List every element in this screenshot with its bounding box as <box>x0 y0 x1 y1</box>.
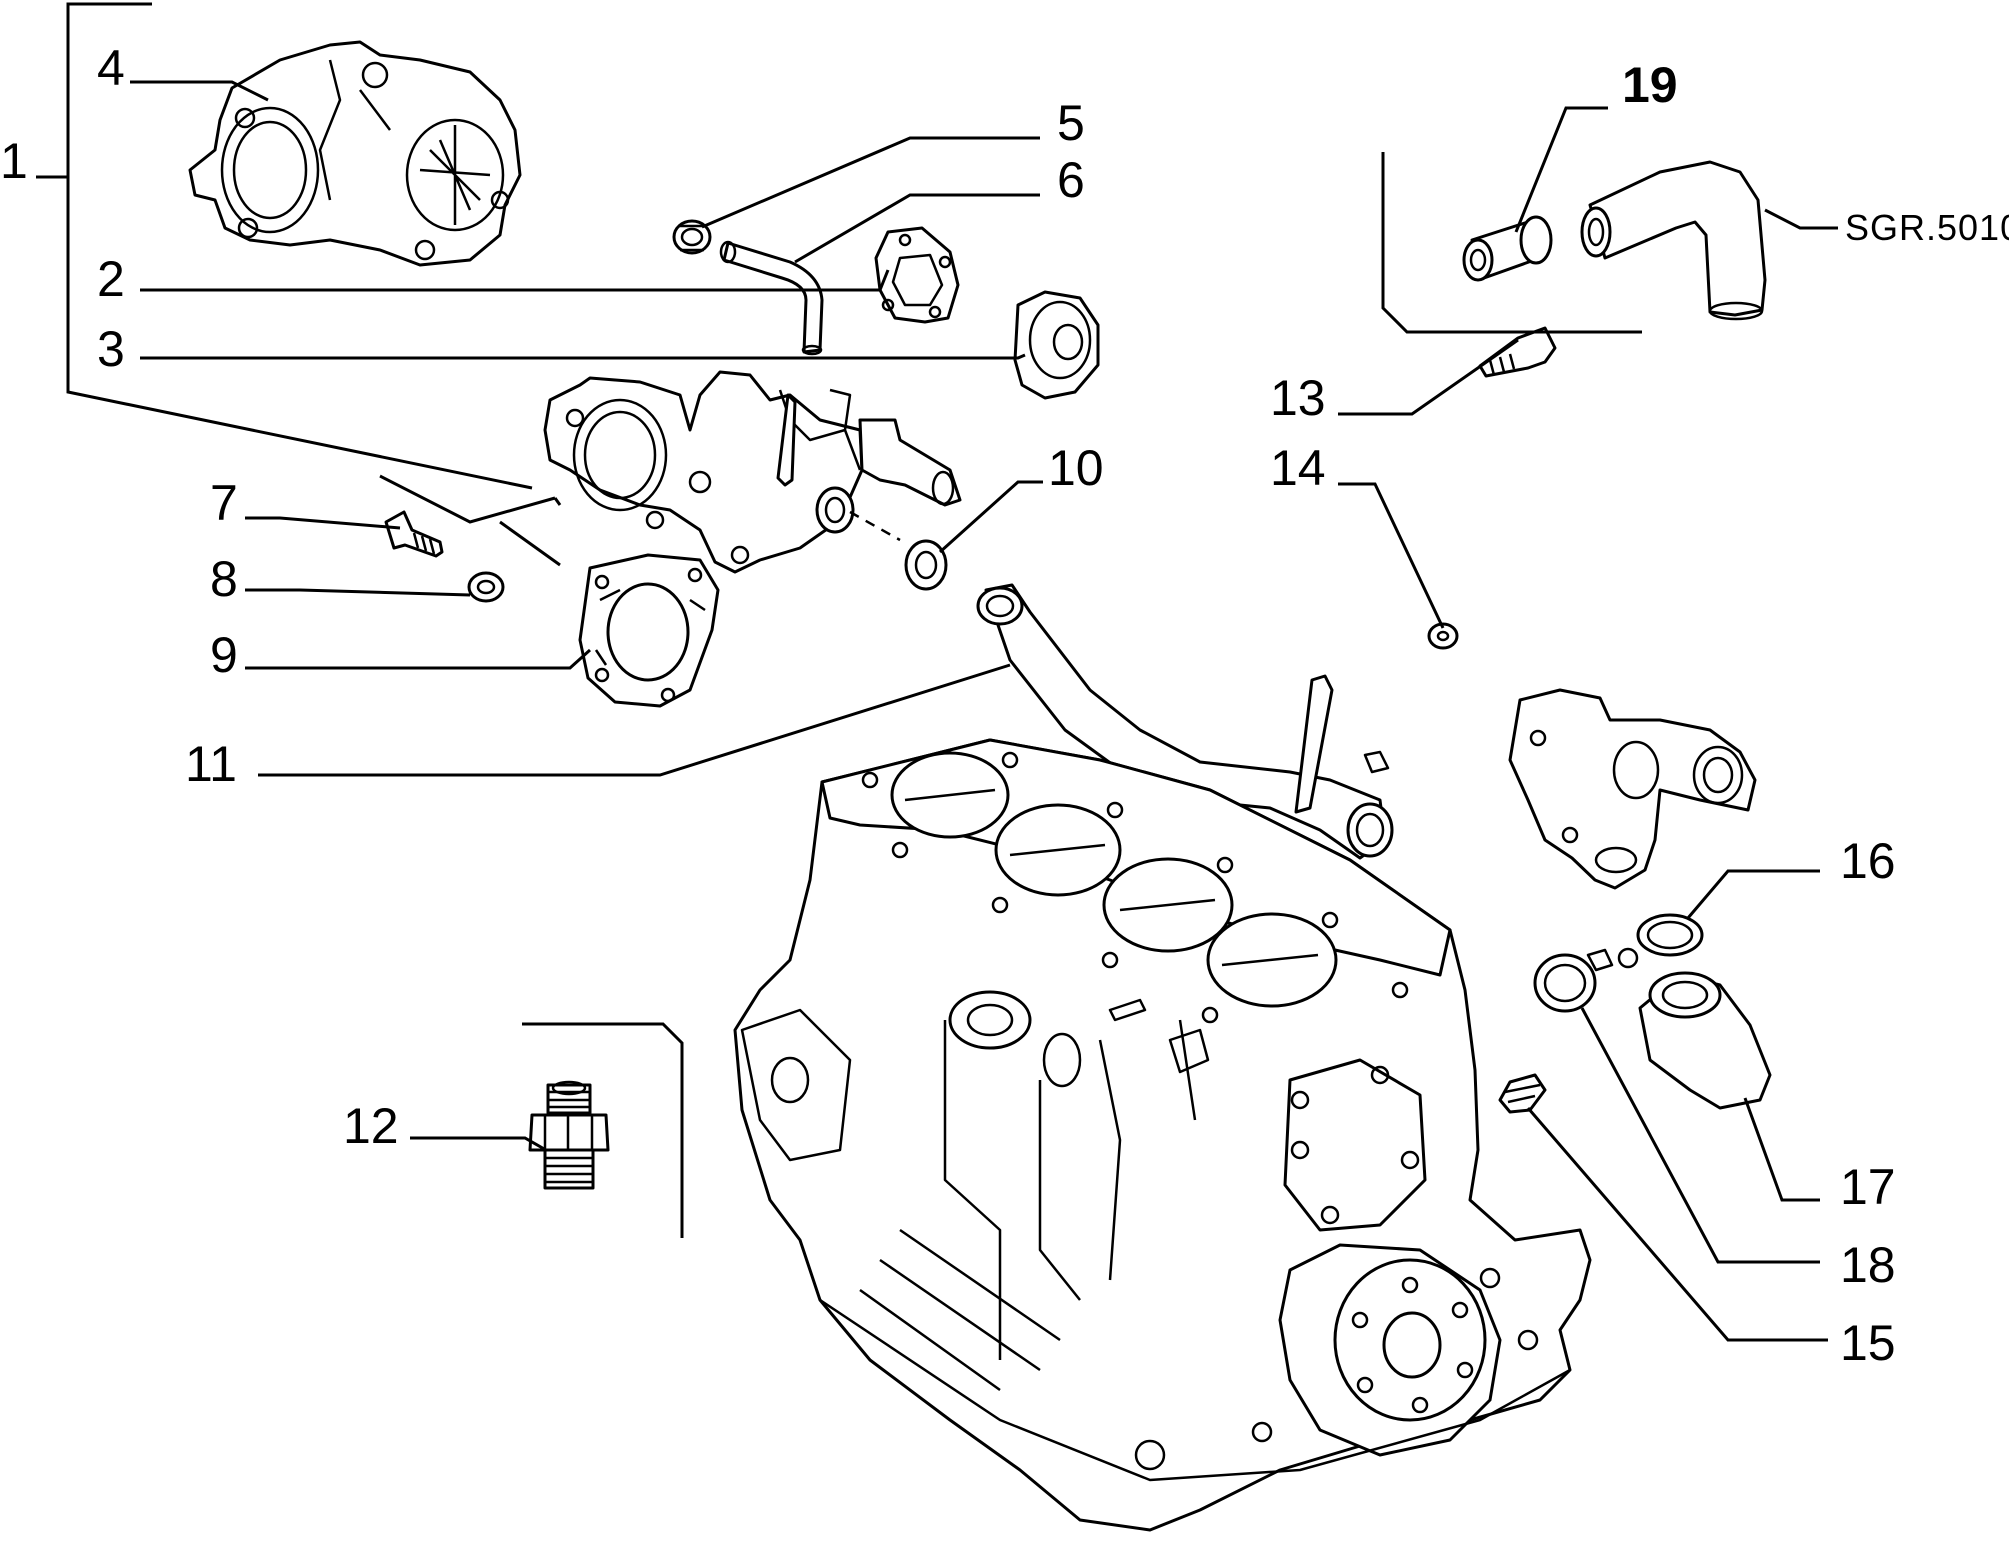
label-1: 1 <box>0 133 28 189</box>
thermostat-housing-right <box>1508 688 1757 890</box>
leader-lines <box>130 80 1838 1342</box>
washer-part-14 <box>1427 622 1459 650</box>
label-15: 15 <box>1840 1315 1896 1371</box>
label-19: 19 <box>1622 57 1678 113</box>
plug-part-15 <box>1498 1073 1547 1114</box>
label-12: 12 <box>343 1098 399 1154</box>
label-16: 16 <box>1840 833 1896 889</box>
reference-code-label: SGR.50101 <box>1845 207 2009 248</box>
ring-clamp-part-16 <box>1636 913 1704 957</box>
inset-19 <box>1381 152 1767 334</box>
label-3: 3 <box>97 321 125 377</box>
hose-sgr-50101 <box>1580 160 1767 321</box>
label-2: 2 <box>97 251 125 307</box>
gasket-part-2 <box>874 226 960 324</box>
bolt-part-13 <box>1478 326 1557 378</box>
nut-part-8 <box>467 571 505 603</box>
label-10: 10 <box>1048 440 1104 496</box>
label-9: 9 <box>210 627 238 683</box>
group-bracket-1 <box>36 2 533 490</box>
seal-ring-part-10 <box>904 539 948 591</box>
thermostat-housing-assembly <box>543 370 962 574</box>
label-7: 7 <box>210 475 238 531</box>
part-number-labels: 1 4 5 6 2 3 7 8 9 10 11 12 13 14 16 17 1… <box>0 40 2009 1371</box>
water-pump-body-part-4 <box>188 40 522 267</box>
bolt-part-7 <box>384 510 444 558</box>
engine-block <box>733 738 1592 1532</box>
label-4: 4 <box>97 40 125 96</box>
hose-clamp-part-18 <box>1533 947 1639 1013</box>
inset-12 <box>522 1022 684 1238</box>
gasket-part-9 <box>578 553 720 708</box>
hose-part-6 <box>719 240 824 356</box>
rubber-hose-part-17 <box>1638 971 1772 1110</box>
label-5: 5 <box>1057 95 1085 151</box>
label-6: 6 <box>1057 152 1085 208</box>
fitting-part-19 <box>1462 215 1553 282</box>
label-8: 8 <box>210 551 238 607</box>
bushing-part-3 <box>1013 290 1100 400</box>
label-11: 11 <box>185 736 237 792</box>
sender-part-12 <box>528 1080 610 1190</box>
label-13: 13 <box>1270 370 1326 426</box>
label-14: 14 <box>1270 440 1326 496</box>
clamp-part-5 <box>672 219 712 255</box>
label-17: 17 <box>1840 1159 1896 1215</box>
label-18: 18 <box>1840 1237 1896 1293</box>
